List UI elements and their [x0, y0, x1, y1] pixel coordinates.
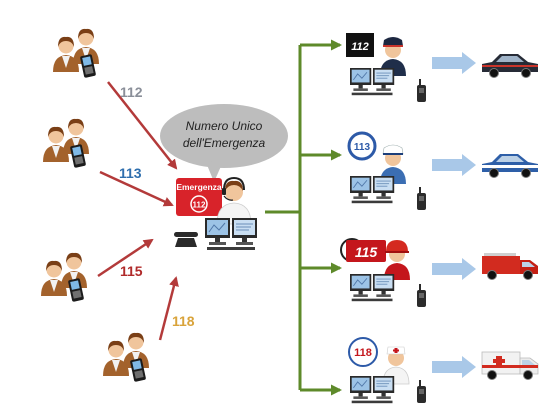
caller-group-112 — [53, 28, 99, 79]
service-badge-112-label: 112 — [351, 41, 369, 53]
speech-bubble: Numero Unico dell'Emergenza — [160, 104, 288, 182]
service-badge-118-label: 118 — [354, 347, 372, 359]
carabinieri-car-icon — [482, 54, 538, 78]
computer-icon-112 — [349, 67, 395, 96]
incoming-arrow-118 — [158, 276, 179, 341]
bubble-line-1: Numero Unico — [186, 119, 263, 133]
service-badge-115: 115 — [340, 238, 386, 262]
computer-icon-118 — [349, 375, 395, 404]
bubble-line-2: dell'Emergenza — [183, 136, 266, 150]
incoming-arrow-113 — [99, 170, 174, 207]
service-row-112: 112 — [346, 33, 538, 102]
service-row-115: 115 — [340, 238, 538, 307]
service-badge-118: 118 — [348, 337, 378, 367]
fire-truck-icon — [482, 253, 538, 280]
service-row-118: 118 — [348, 337, 539, 404]
computer-icon-115 — [349, 273, 395, 302]
caller-group-115 — [41, 252, 87, 303]
badge-title: Emergenza — [176, 182, 222, 192]
incoming-arrow-112 — [107, 81, 178, 170]
radio-icon-115 — [417, 284, 426, 307]
badge-number: 112 — [193, 201, 206, 210]
incoming-arrow-115 — [97, 238, 154, 278]
service-badge-113: 113 — [347, 131, 377, 161]
service-badge-112: 112 — [346, 33, 374, 57]
emergency-112-badge: Emergenza 112 — [176, 178, 222, 216]
desk-telephone-icon — [174, 232, 198, 247]
dispatch-tree — [265, 39, 342, 396]
flow-arrow-113 — [432, 154, 476, 176]
service-badge-115-label: 115 — [355, 244, 378, 260]
service-row-113: 113 — [347, 131, 538, 210]
caller-group-118 — [103, 332, 149, 383]
flow-arrow-118 — [432, 356, 476, 378]
caller-number-112: 112 — [120, 84, 143, 100]
service-badge-113-label: 113 — [354, 142, 371, 153]
caller-number-113: 113 — [119, 165, 142, 181]
caller-number-115: 115 — [120, 263, 143, 279]
caller-group-113 — [43, 118, 89, 169]
police-agent-icon — [380, 144, 406, 184]
radio-icon-112 — [417, 79, 426, 102]
caller-number-118: 118 — [172, 313, 195, 329]
computer-icon-113 — [349, 175, 395, 204]
radio-icon-113 — [417, 187, 426, 210]
flow-arrow-112 — [432, 52, 476, 74]
ambulance-icon — [481, 351, 539, 380]
police-car-icon — [482, 154, 538, 178]
operator-icon — [216, 176, 252, 225]
radio-icon-118 — [417, 380, 426, 403]
flow-arrow-115 — [432, 258, 476, 280]
